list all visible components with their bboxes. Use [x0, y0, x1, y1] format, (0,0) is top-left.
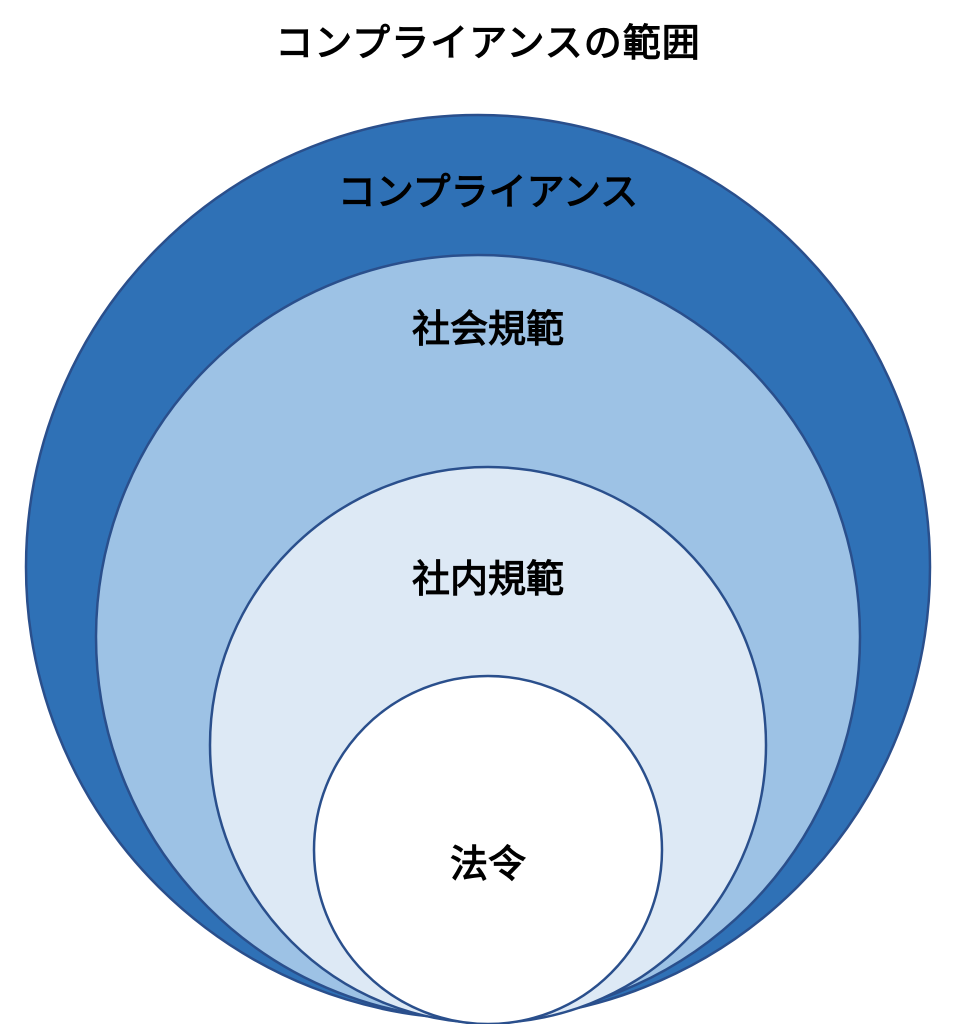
compliance-label: コンプライアンス — [338, 170, 639, 214]
internal-rules-label: 社内規範 — [412, 557, 564, 601]
diagram-title: コンプライアンスの範囲 — [275, 21, 701, 65]
laws-label: 法令 — [450, 842, 527, 886]
social-norms-label: 社会規範 — [412, 307, 564, 351]
laws-circle — [312, 674, 664, 1024]
